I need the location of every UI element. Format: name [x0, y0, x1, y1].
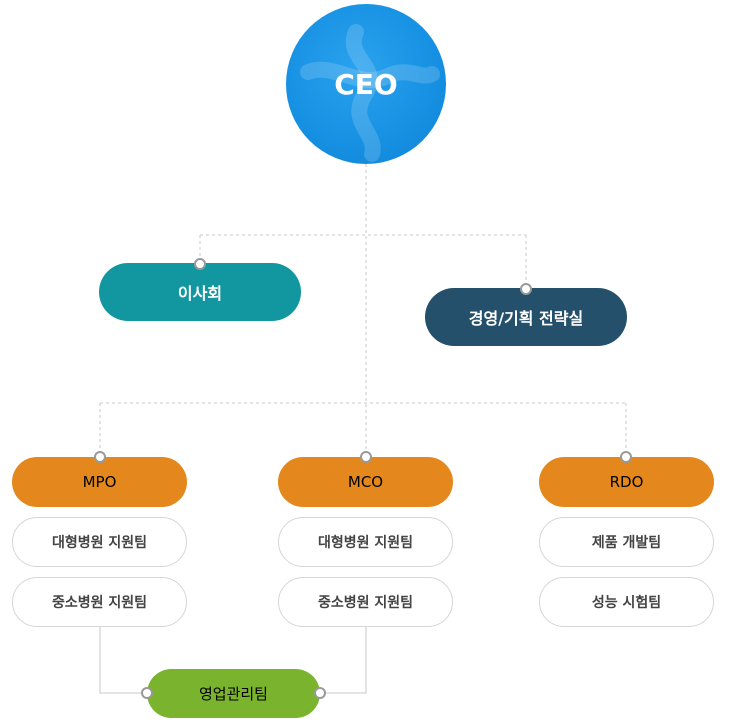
connector-dot-sales-right [314, 687, 326, 699]
strategy-office-label: 경영/기획 전략실 [468, 309, 584, 328]
team-label: 대형병원 지원팀 [51, 535, 148, 551]
mpo-team-large-hospital: 대형병원 지원팀 [12, 517, 187, 567]
division-mpo-label: MPO [82, 473, 117, 491]
division-rdo-node: RDO [539, 457, 714, 507]
strategy-office-node: 경영/기획 전략실 [425, 288, 627, 346]
sales-management-team-label: 영업관리팀 [198, 685, 268, 703]
team-label: 성능 시험팀 [591, 595, 662, 611]
team-label: 제품 개발팀 [591, 535, 662, 551]
rdo-team-product-development: 제품 개발팀 [539, 517, 714, 567]
connector-dot-mpo [94, 451, 106, 463]
connector-dot-board [194, 258, 206, 270]
board-node: 이사회 [99, 263, 301, 321]
team-label: 중소병원 지원팀 [51, 595, 148, 611]
mco-team-large-hospital: 대형병원 지원팀 [278, 517, 453, 567]
division-mco-label: MCO [347, 473, 384, 491]
team-label: 중소병원 지원팀 [317, 595, 414, 611]
connector-dot-rdo [620, 451, 632, 463]
rdo-team-performance-testing: 성능 시험팀 [539, 577, 714, 627]
connector-dot-sales-left [141, 687, 153, 699]
ceo-label: CEO [334, 67, 398, 101]
division-mco-node: MCO [278, 457, 453, 507]
division-mpo-node: MPO [12, 457, 187, 507]
board-label: 이사회 [177, 284, 223, 303]
connector-dot-strategy [520, 283, 532, 295]
team-label: 대형병원 지원팀 [317, 535, 414, 551]
mpo-team-small-hospital: 중소병원 지원팀 [12, 577, 187, 627]
sales-management-team-node: 영업관리팀 [147, 669, 320, 718]
mco-team-small-hospital: 중소병원 지원팀 [278, 577, 453, 627]
connector-dot-mco [360, 451, 372, 463]
division-rdo-label: RDO [609, 473, 644, 491]
ceo-watermark-logo [300, 24, 440, 162]
ceo-node: CEO [286, 4, 446, 164]
